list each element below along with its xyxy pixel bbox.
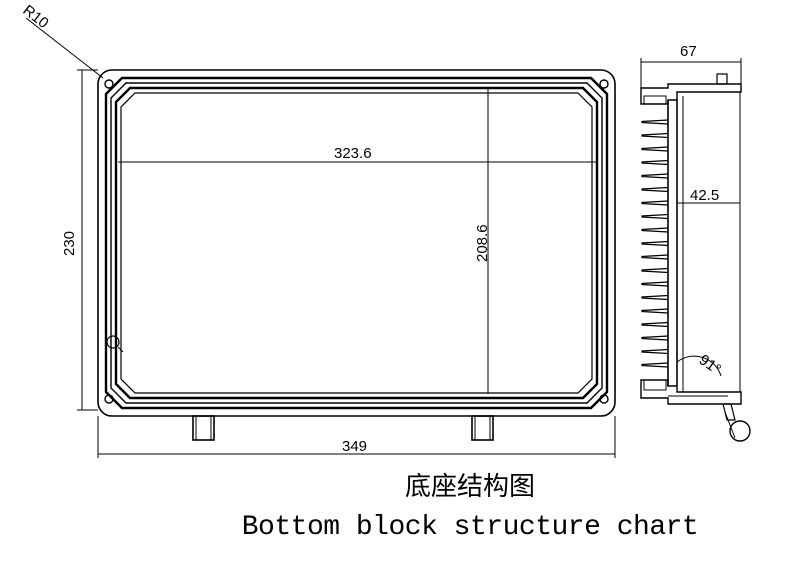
heat-sink-fins (641, 119, 669, 368)
caption-english: Bottom block structure chart (241, 512, 699, 543)
front-view: R10 230 323.6 208.6 349 (20, 2, 616, 458)
dim-inner-height-label: 208.6 (474, 224, 491, 262)
fin (641, 294, 669, 301)
dim-inner-width-label: 323.6 (334, 145, 372, 162)
fin (641, 173, 669, 179)
fin (641, 119, 669, 125)
fin (641, 213, 669, 220)
fin (641, 267, 669, 274)
side-view: 67 42.5 91° (640, 43, 751, 442)
fin (641, 335, 669, 341)
fin (641, 321, 669, 328)
fin (641, 308, 669, 314)
fin (641, 240, 669, 247)
fin (641, 281, 669, 287)
fin (641, 227, 669, 233)
fin (641, 348, 669, 355)
fin (641, 186, 669, 193)
fin (641, 362, 669, 368)
fin (641, 146, 669, 152)
fin (641, 159, 669, 166)
fin (641, 254, 669, 260)
dim-radius-label: R10 (20, 2, 52, 32)
dim-side-depth-label: 67 (680, 43, 697, 60)
caption-chinese: 底座结构图 (404, 472, 535, 502)
fin (641, 132, 669, 139)
dim-draft-angle-label: 91° (696, 351, 724, 378)
dim-side-inner-label: 42.5 (690, 187, 719, 204)
dim-overall-height-label: 230 (61, 231, 78, 256)
dim-overall-width-label: 349 (342, 438, 367, 455)
fin (641, 200, 669, 206)
